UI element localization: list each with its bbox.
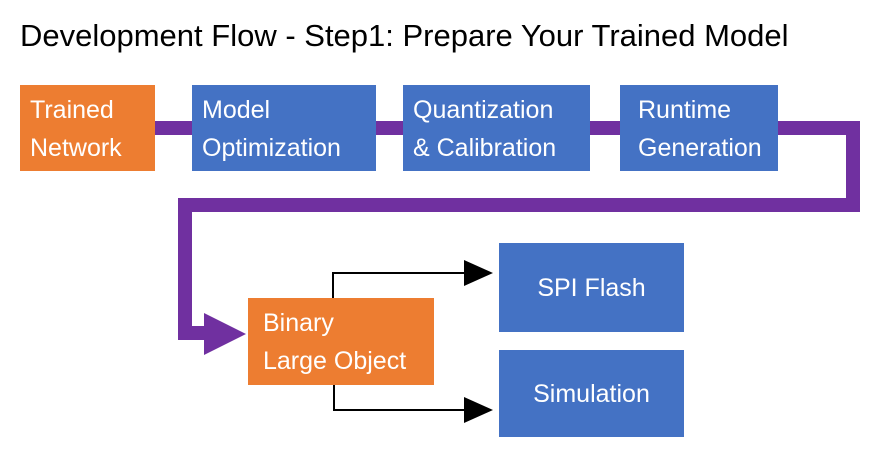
box-label: SPI Flash xyxy=(537,273,646,302)
box-label: & Calibration xyxy=(413,134,557,162)
box-spi-flash: SPI Flash xyxy=(499,243,684,332)
box-model-optimization: Model Optimization xyxy=(192,85,376,171)
box-label: Optimization xyxy=(202,134,341,162)
box-simulation: Simulation xyxy=(499,350,684,437)
box-label: Large Object xyxy=(263,347,407,375)
box-label: Binary xyxy=(263,309,334,337)
box-quantization-calibration: Quantization & Calibration xyxy=(403,85,590,171)
box-label: Network xyxy=(30,134,122,162)
arrowhead xyxy=(204,313,246,355)
box-label: Simulation xyxy=(533,379,650,408)
box-runtime-generation: Runtime Generation xyxy=(620,85,778,171)
arrowhead xyxy=(464,397,493,423)
box-trained-network: Trained Network xyxy=(20,85,155,171)
branch-line-spi xyxy=(332,272,470,300)
box-binary-large-object: Binary Large Object xyxy=(248,298,434,385)
branch-line-sim xyxy=(333,384,470,411)
flow-connector-return xyxy=(178,121,860,340)
box-label: Trained xyxy=(30,96,114,124)
arrowhead xyxy=(464,260,493,286)
box-label: Model xyxy=(202,96,271,124)
box-label: Runtime xyxy=(638,96,732,124)
box-label: Quantization xyxy=(413,96,554,124)
box-label: Generation xyxy=(638,134,762,162)
page-title: Development Flow - Step1: Prepare Your T… xyxy=(20,18,789,53)
